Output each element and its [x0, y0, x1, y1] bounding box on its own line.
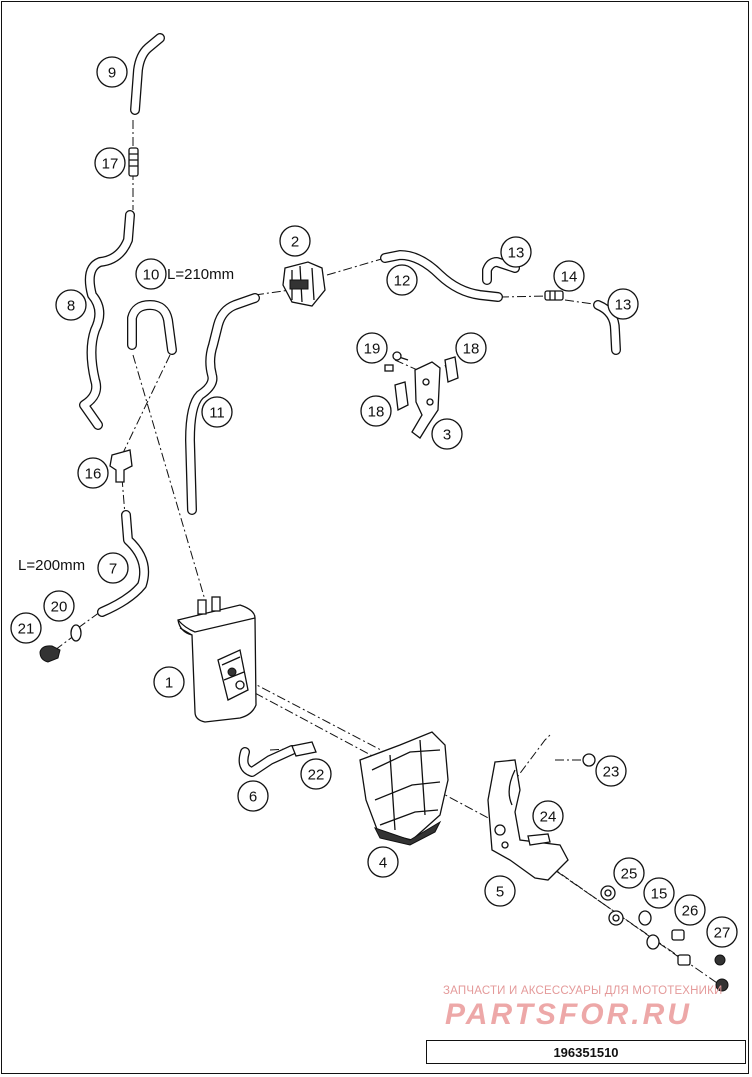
callout-c15: 15	[643, 877, 675, 909]
svg-text:27: 27	[714, 925, 731, 942]
callout-c5: 5	[484, 875, 516, 907]
svg-text:3: 3	[443, 427, 451, 444]
diagram-code: 196351510	[426, 1040, 746, 1064]
callout-c1: 1	[153, 666, 185, 698]
callout-c16: 16	[77, 457, 109, 489]
purge-valve	[282, 261, 326, 307]
watermark-tagline: ЗАПЧАСТИ И АКСЕССУАРЫ ДЛЯ МОТОТЕХНИКИ	[443, 985, 723, 997]
callout-c10: 10	[135, 258, 167, 290]
svg-text:10: 10	[143, 267, 160, 284]
callout-c13a: 13	[500, 236, 532, 268]
hose-10-length-label: L=210mm	[167, 266, 234, 283]
svg-text:18: 18	[463, 341, 480, 358]
svg-text:17: 17	[102, 156, 119, 173]
holder-4	[359, 731, 449, 846]
svg-text:22: 22	[308, 767, 325, 784]
watermark-logo: PARTSFOR.RU	[445, 998, 692, 1031]
hose-7-length-label: L=200mm	[18, 557, 85, 574]
callout-c18a: 18	[455, 332, 487, 364]
callout-c14: 14	[553, 260, 585, 292]
callout-c12: 12	[386, 264, 418, 296]
svg-text:5: 5	[496, 884, 504, 901]
svg-text:11: 11	[209, 405, 225, 422]
callout-c26: 26	[674, 894, 706, 926]
svg-text:14: 14	[561, 269, 578, 286]
callout-c9: 9	[96, 56, 128, 88]
svg-text:2: 2	[291, 234, 299, 251]
callout-c6: 6	[237, 780, 269, 812]
svg-text:25: 25	[621, 866, 638, 883]
callout-c11: 11	[201, 396, 233, 428]
bracket-3	[384, 351, 459, 439]
callout-c27: 27	[706, 916, 738, 948]
fittings	[39, 147, 564, 757]
svg-text:21: 21	[18, 621, 35, 638]
callout-c25: 25	[613, 857, 645, 889]
callout-c22: 22	[300, 758, 332, 790]
svg-text:19: 19	[364, 341, 381, 358]
svg-text:20: 20	[51, 599, 68, 616]
svg-text:24: 24	[540, 809, 557, 826]
svg-text:4: 4	[379, 855, 387, 872]
callout-c2: 2	[279, 225, 311, 257]
hoses	[79, 33, 621, 777]
hardware	[527, 753, 729, 992]
callout-c3: 3	[431, 418, 463, 450]
callout-c8: 8	[55, 289, 87, 321]
callout-c24: 24	[532, 800, 564, 832]
svg-text:1: 1	[165, 675, 173, 692]
svg-text:26: 26	[682, 903, 699, 920]
svg-text:12: 12	[394, 273, 411, 290]
svg-text:9: 9	[108, 65, 116, 82]
callout-c21: 21	[10, 612, 42, 644]
svg-text:15: 15	[651, 886, 668, 903]
callout-c20: 20	[43, 590, 75, 622]
bracket-5	[487, 759, 569, 881]
callout-c17: 17	[94, 147, 126, 179]
callout-c19: 19	[356, 332, 388, 364]
callout-c4: 4	[367, 846, 399, 878]
callout-c7: 7	[97, 552, 129, 584]
canister	[177, 596, 257, 723]
svg-text:13: 13	[615, 297, 632, 314]
callout-c23: 23	[595, 755, 627, 787]
callout-c18b: 18	[360, 395, 392, 427]
svg-text:7: 7	[109, 561, 117, 578]
svg-text:13: 13	[508, 245, 525, 262]
svg-text:16: 16	[85, 466, 102, 483]
callout-c13b: 13	[607, 288, 639, 320]
svg-text:8: 8	[67, 298, 75, 315]
svg-text:23: 23	[603, 764, 620, 781]
svg-text:6: 6	[249, 789, 257, 806]
svg-text:18: 18	[368, 404, 385, 421]
